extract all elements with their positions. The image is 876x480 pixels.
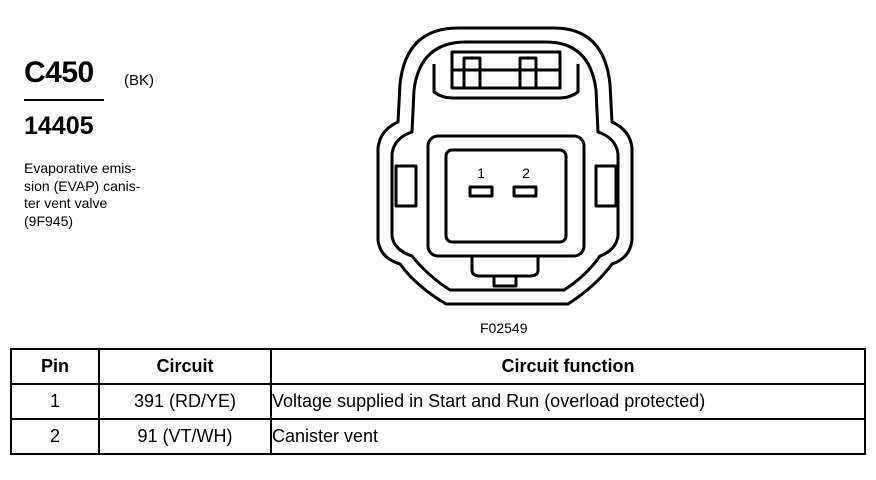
column-header-pin: Pin [10,348,100,385]
figure-id: F02549 [480,320,528,336]
circuit-function-cell: Voltage supplied in Start and Run (overl… [270,383,866,420]
table-row: 2 91 (VT/WH) Canister vent [10,418,866,455]
pin-label-1: 1 [477,165,485,181]
pin-label-2: 2 [522,165,530,181]
circuit-function-cell: Canister vent [270,418,866,455]
pinout-table: Pin Circuit Circuit function 1 391 (RD/Y… [10,348,866,455]
description-line: Evaporative emis- [24,160,137,176]
circuit-cell: 91 (VT/WH) [98,418,272,455]
table-header-row: Pin Circuit Circuit function [10,348,866,385]
connector-housing [376,26,634,306]
pin-cell: 1 [10,383,100,420]
component-description: Evaporative emis- sion (EVAP) canis- ter… [24,160,140,230]
description-line: sion (EVAP) canis- [24,177,141,194]
description-line: ter vent valve [24,195,108,211]
connector-color: (BK) [124,72,154,89]
column-header-circuit: Circuit [98,348,272,385]
connector-id: C450 [24,56,94,89]
pin-cell: 2 [10,418,100,455]
circuit-cell: 391 (RD/YE) [98,383,272,420]
part-number: 14405 [24,112,94,140]
table-row: 1 391 (RD/YE) Voltage supplied in Start … [10,383,866,420]
column-header-circuit-function: Circuit function [270,348,866,385]
description-line: (9F945) [24,212,74,229]
terminal-1 [468,185,494,198]
connector-face-diagram: 1 2 [376,26,634,306]
terminal-2 [512,185,538,198]
connector-id-underline [24,99,104,101]
